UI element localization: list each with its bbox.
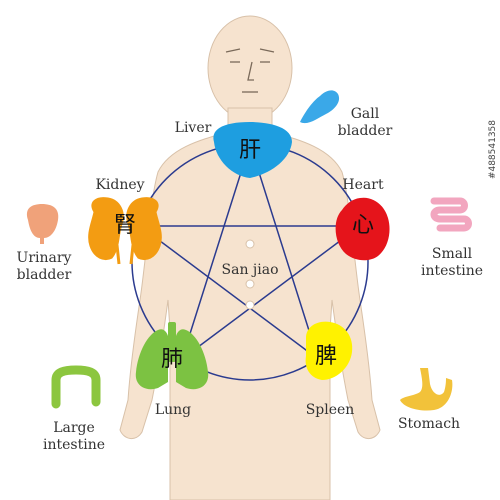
liver-shape [213, 122, 292, 178]
kidney-label: Kidney [95, 177, 145, 193]
body-silhouette [119, 15, 381, 500]
gall-bladder-label: Gall bladder [330, 106, 400, 140]
urinary-bladder-label-line2: bladder [16, 267, 72, 283]
small-intestine-label-line2: intestine [421, 263, 483, 279]
left-brow [225, 48, 241, 53]
spleen-kanji: 脾 [314, 344, 337, 369]
lung-shape [135, 322, 209, 390]
lung-label: Lung [154, 402, 192, 418]
center-label: San jiao [221, 262, 279, 278]
watermark-id: #488541358 [488, 120, 498, 180]
face [225, 48, 275, 93]
large-intestine-label-line1: Large [53, 420, 95, 436]
torso [119, 131, 381, 500]
large-intestine-icon [51, 365, 101, 409]
small-intestine-label-line1: Small [431, 246, 473, 262]
small-intestine-icon [430, 197, 472, 232]
small-intestine-label: Small intestine [414, 246, 490, 280]
stomach-icon [400, 368, 453, 411]
urinary-bladder-label: Urinary bladder [6, 250, 82, 284]
spleen-label: Spleen [305, 402, 355, 418]
kidney-kanji: 腎 [113, 213, 136, 238]
head [207, 15, 293, 121]
san-jiao-dots [245, 239, 255, 310]
nose [247, 61, 254, 81]
lung-kanji: 肺 [160, 347, 183, 372]
liver-label: Liver [174, 120, 212, 136]
spleen-shape [305, 321, 353, 380]
heart-kanji: 心 [351, 213, 374, 238]
gall-bladder-label-line2: bladder [337, 123, 393, 139]
liver-kanji: 肝 [238, 138, 261, 163]
gall-bladder-icon [300, 90, 340, 124]
urinary-bladder-label-line1: Urinary [16, 250, 72, 266]
heart-label: Heart [342, 177, 384, 193]
gall-bladder-label-line1: Gall [350, 106, 380, 122]
large-intestine-label: Large intestine [34, 420, 114, 454]
large-intestine-label-line2: intestine [43, 437, 105, 453]
kidney-shape [88, 197, 162, 265]
control-pentagram [137, 141, 363, 361]
stomach-label: Stomach [397, 416, 461, 432]
urinary-bladder-icon [26, 204, 59, 244]
right-brow [259, 48, 275, 53]
heart-shape [335, 197, 390, 261]
